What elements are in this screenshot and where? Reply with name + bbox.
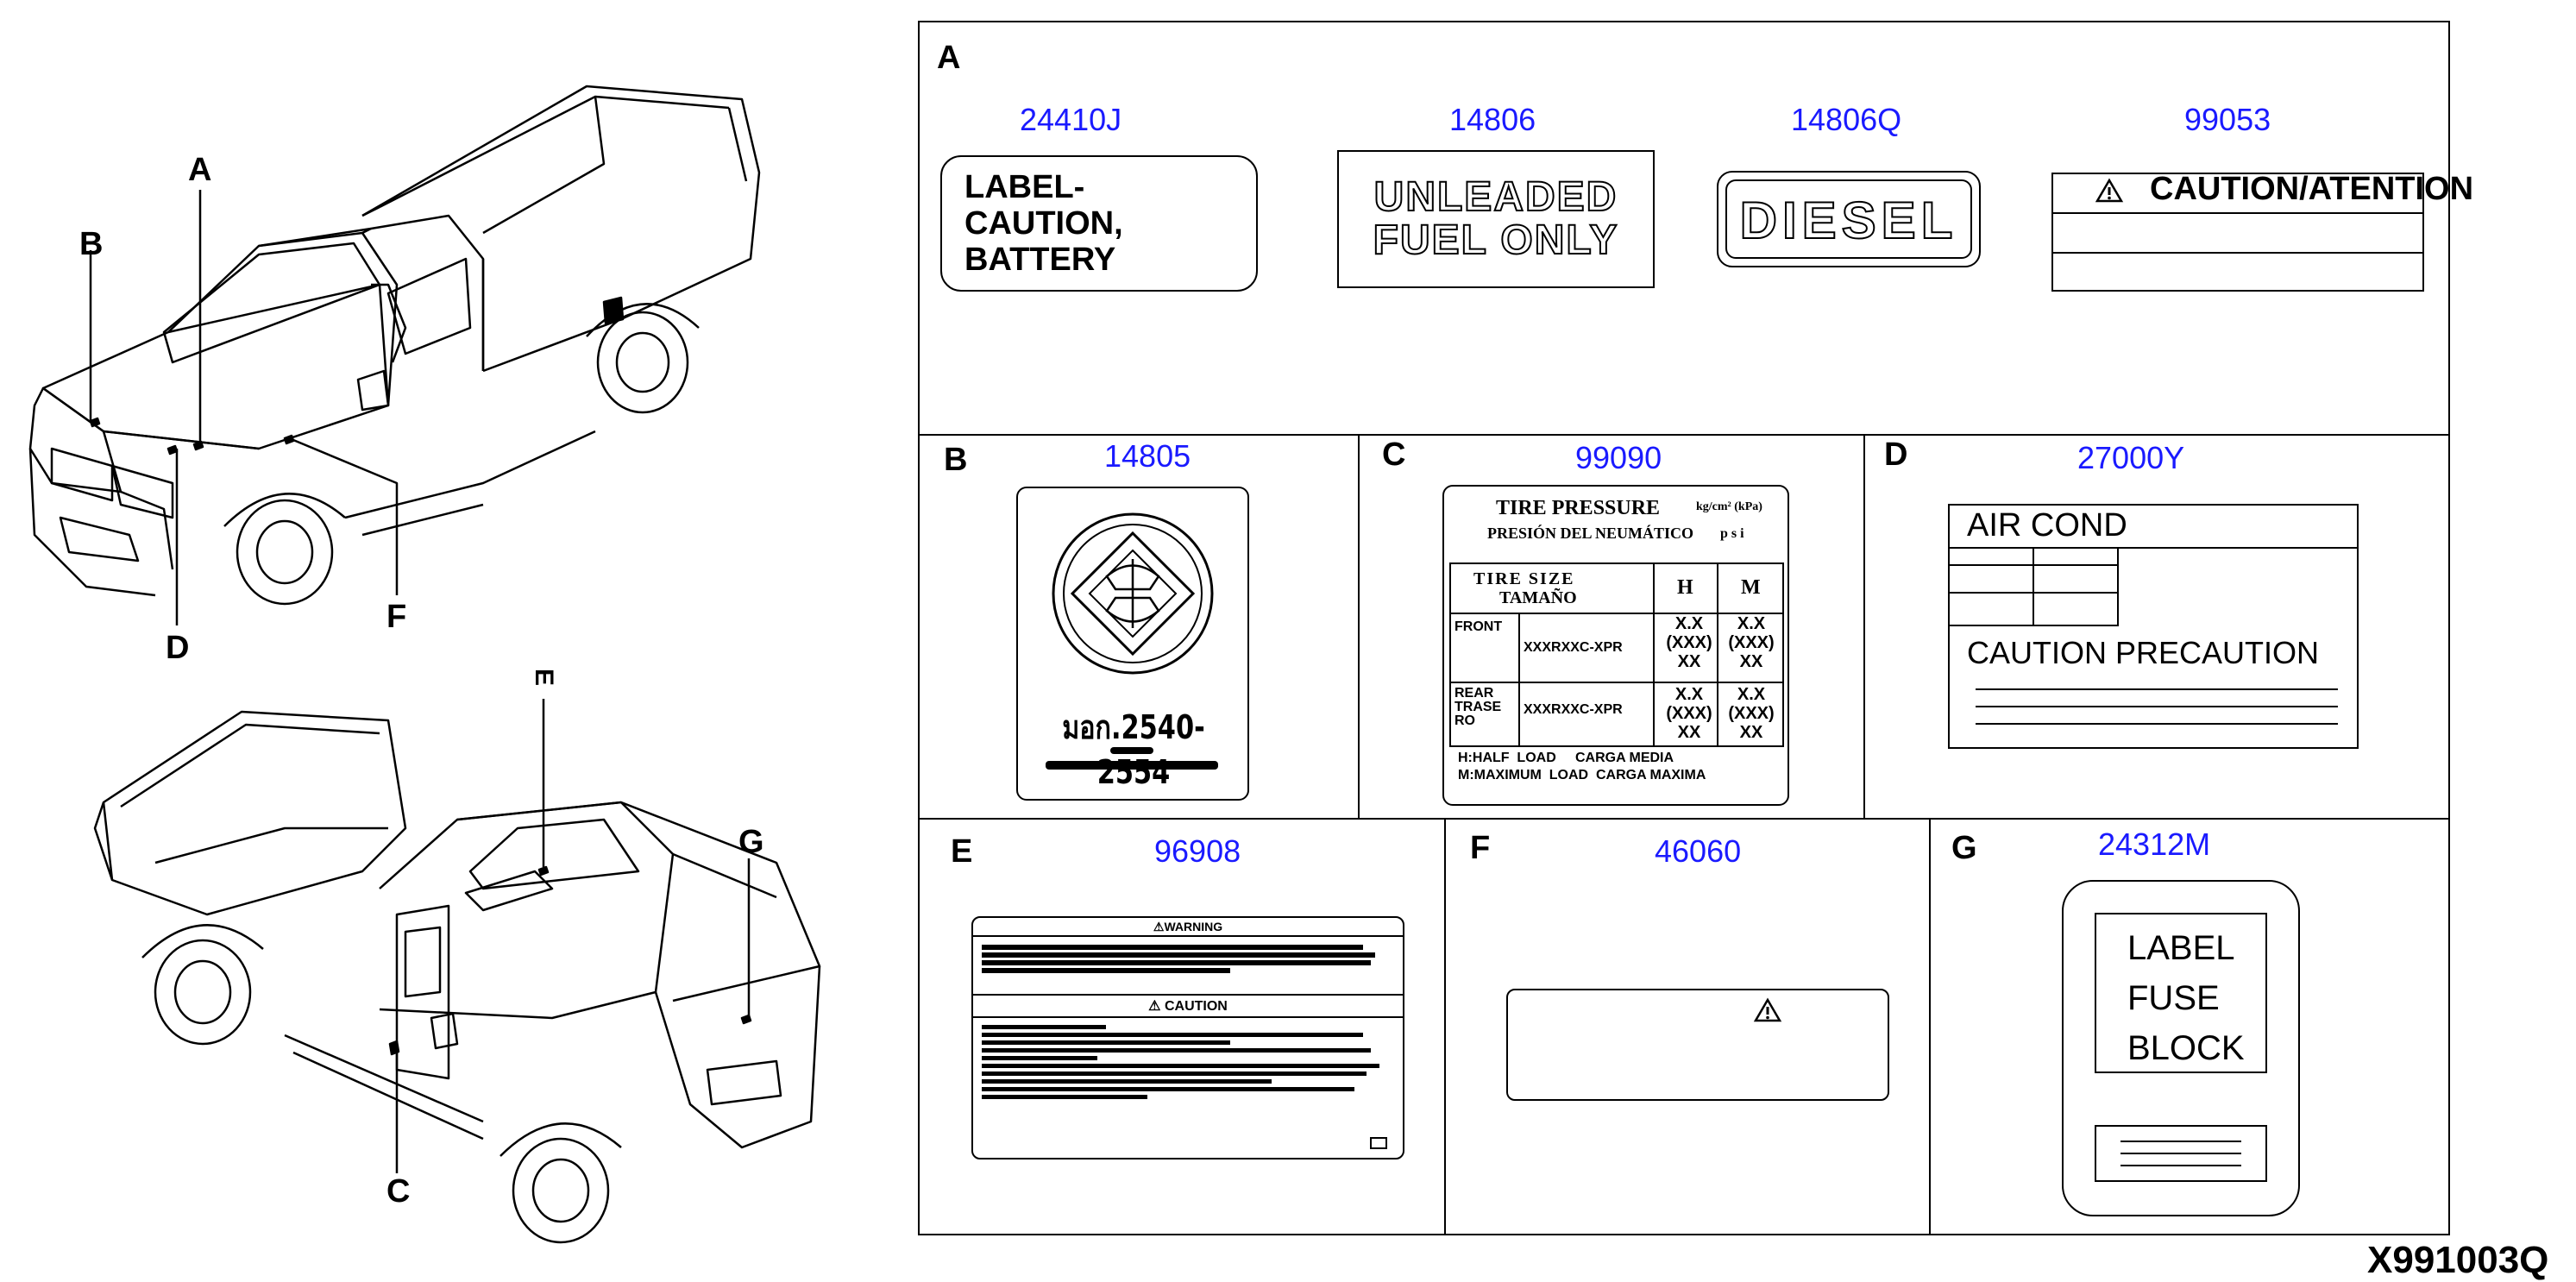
tisi-fine-print (1032, 747, 1232, 782)
part-number-99053: 99053 (2184, 102, 2271, 137)
caution-icon: ⚠ (1148, 999, 1161, 1014)
grid-divider-v3 (1444, 818, 1446, 1235)
tire-footer-2: M:MAXIMUM LOAD CARGA MAXIMA (1458, 768, 1706, 782)
caution-text-block (982, 1021, 1396, 1103)
tire-units: kg/cm² (kPa) (1696, 500, 1762, 513)
truck-rear-view (93, 710, 821, 1244)
label-unleaded-fuel: UNLEADED FUEL ONLY (1337, 150, 1655, 288)
tire-title: TIRE PRESSURE (1496, 497, 1661, 519)
part-number-96908: 96908 (1154, 833, 1241, 869)
callout-b: B (79, 226, 104, 262)
section-c-letter: C (1382, 437, 1406, 473)
fuse-line-2: FUSE (2127, 979, 2220, 1017)
battery-line-2: CAUTION, (964, 205, 1123, 242)
grid-divider-v2 (1863, 434, 1865, 819)
tire-col-size: TIRE SIZE (1473, 569, 1575, 588)
battery-line-3: BATTERY (964, 242, 1116, 278)
tire-title-es: PRESIÓN DEL NEUMÁTICO (1487, 525, 1694, 542)
warning-triangle-icon (2095, 178, 2124, 203)
tisi-code: มอก.2540-2554 (1062, 708, 1205, 791)
grid-divider-h1 (918, 434, 2450, 436)
tisi-emblem-icon (1052, 512, 1214, 675)
label-air-cond: AIR COND CAUTION PRECAUTION (1948, 504, 2359, 749)
grid-divider-h2 (918, 818, 2450, 820)
fuse-line-3: BLOCK (2127, 1029, 2245, 1067)
caution-header: ⚠ CAUTION (1148, 999, 1228, 1014)
unleaded-line-2: FUEL ONLY (1373, 217, 1619, 263)
tire-rear-size: XXXRXXC-XPR (1524, 702, 1623, 717)
part-number-14806q: 14806Q (1791, 102, 1902, 137)
tire-front-m: X.X(XXX)XX (1728, 614, 1775, 671)
caution-atention-text: CAUTION/ATENTION (2150, 171, 2474, 207)
label-diesel: DIESEL (1717, 171, 1981, 267)
diesel-text: DIESEL (1739, 191, 1958, 250)
section-f-letter: F (1470, 830, 1491, 866)
tire-rear-m: X.X(XXX)XX (1728, 685, 1775, 742)
part-number-99090: 99090 (1575, 440, 1662, 475)
tire-front-h: X.X(XXX)XX (1666, 614, 1712, 671)
section-e-letter: E (951, 833, 973, 870)
label-46060 (1506, 989, 1889, 1101)
part-number-24410j: 24410J (1020, 102, 1122, 137)
unleaded-line-1: UNLEADED (1373, 174, 1618, 220)
section-d-letter: D (1884, 437, 1908, 473)
tire-units-2: p s i (1720, 526, 1744, 541)
callout-g: G (738, 824, 764, 860)
section-g-letter: G (1951, 830, 1977, 866)
warning-icon: ⚠ (1153, 920, 1165, 933)
section-a-letter: A (937, 40, 961, 76)
tire-col-size-es: TAMAÑO (1499, 588, 1577, 607)
diagram-id: X991003Q (2367, 1239, 2549, 1281)
tire-front-size: XXXRXXC-XPR (1524, 640, 1623, 655)
label-fuse-block: LABEL FUSE BLOCK (2062, 880, 2300, 1216)
air-cond-header: AIR COND (1967, 507, 2127, 544)
part-number-27000y: 27000Y (2077, 440, 2185, 475)
grid-divider-v1 (1358, 434, 1360, 819)
truck-front-view (28, 85, 761, 606)
label-warning-caution: ⚠WARNING ⚠ CAUTION (971, 916, 1404, 1159)
grid-divider-v4 (1929, 818, 1931, 1235)
part-number-24312m: 24312M (2098, 826, 2211, 862)
part-number-14806: 14806 (1449, 102, 1536, 137)
tire-front-label: FRONT (1454, 619, 1503, 634)
part-number-14805: 14805 (1104, 438, 1191, 474)
truck-illustrations (28, 85, 821, 1244)
battery-line-1: LABEL- (964, 169, 1085, 205)
callout-d: D (166, 630, 190, 666)
tire-col-h: H (1677, 576, 1693, 599)
part-number-46060: 46060 (1655, 833, 1742, 869)
section-b-letter: B (944, 442, 968, 478)
label-grid-frame (918, 21, 2450, 1235)
warning-text-block (982, 942, 1396, 976)
callout-f: F (386, 599, 407, 635)
warning-triangle-icon-f (1753, 997, 1782, 1022)
callout-c: C (386, 1173, 411, 1210)
warning-header: ⚠WARNING (1153, 920, 1223, 933)
tire-footer-1: H:HALF LOAD CARGA MEDIA (1458, 751, 1674, 765)
callout-a: A (188, 152, 212, 188)
callout-e-partial: E (530, 668, 559, 687)
tire-col-m: M (1741, 576, 1761, 599)
air-cond-caution: CAUTION PRECAUTION (1967, 635, 2320, 670)
fuse-line-1: LABEL (2127, 929, 2235, 967)
label-tire-pressure: TIRE PRESSURE kg/cm² (kPa) PRESIÓN DEL N… (1442, 485, 1789, 806)
label-caution-battery: LABEL- CAUTION, BATTERY (940, 155, 1258, 292)
label-caution-atention (2051, 173, 2424, 292)
tire-rear-h: X.X(XXX)XX (1666, 685, 1712, 742)
